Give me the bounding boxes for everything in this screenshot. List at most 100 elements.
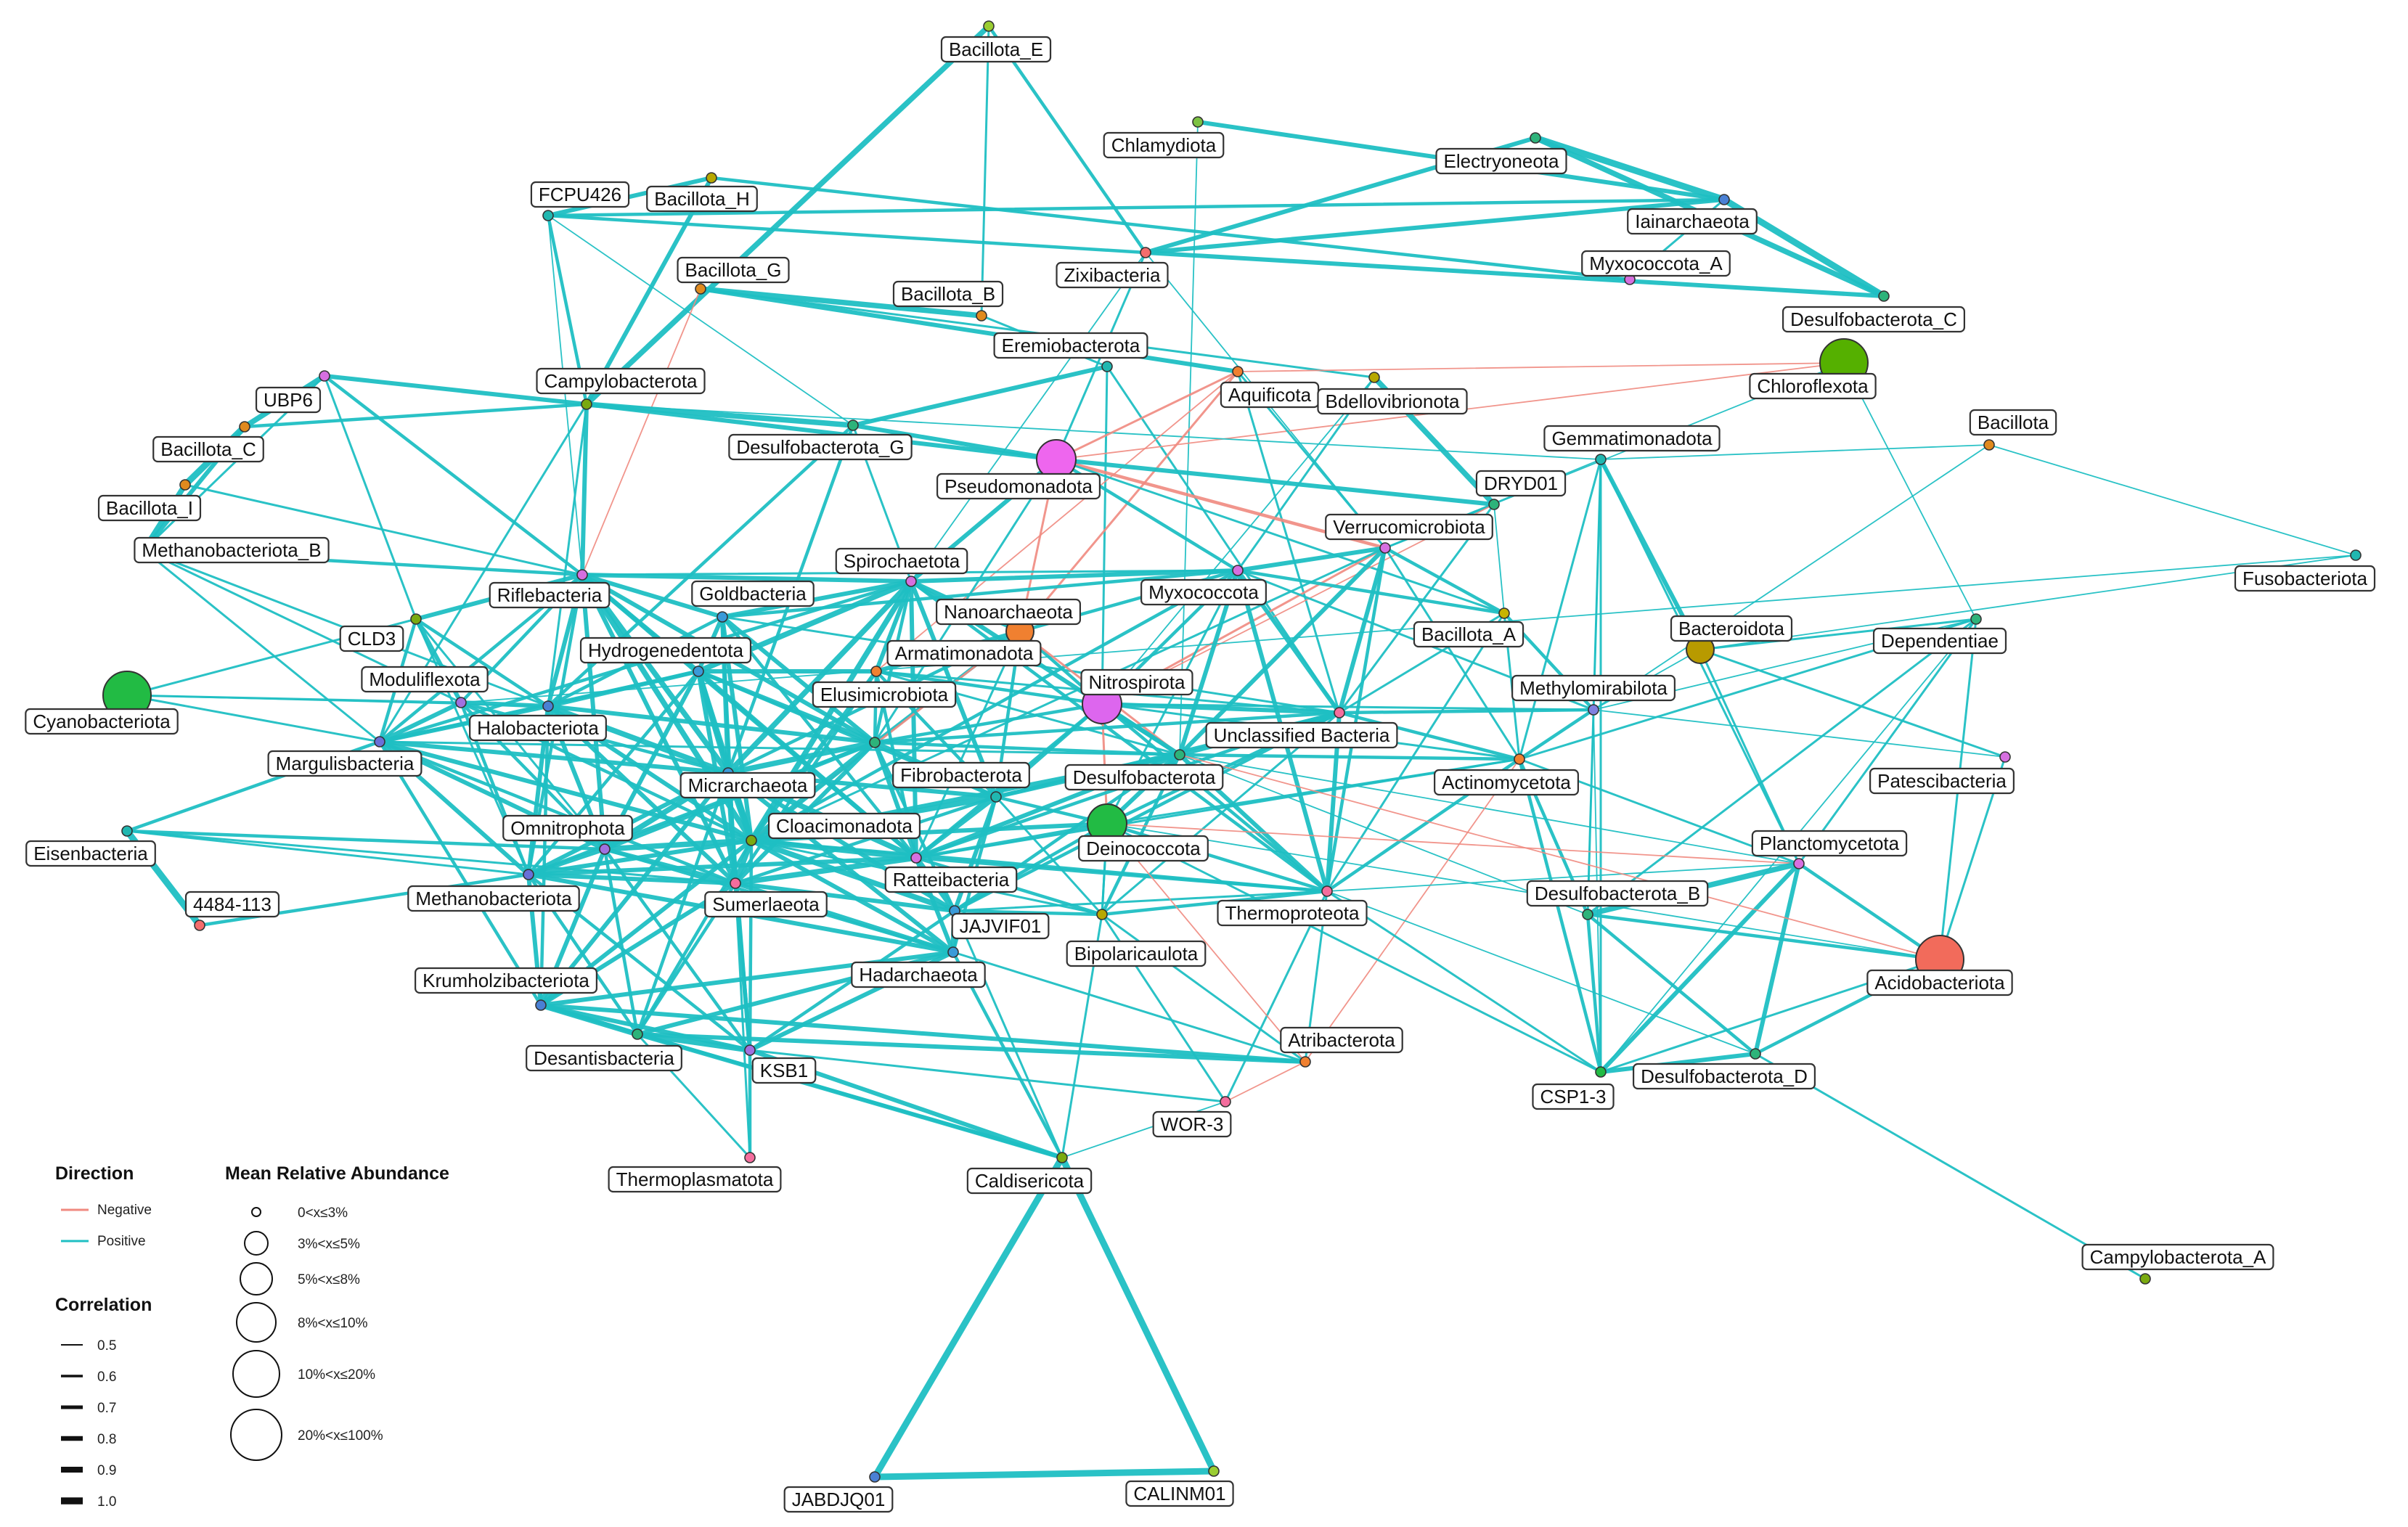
edge-positive	[546, 176, 714, 218]
node-label-box	[1066, 940, 1207, 967]
edge-negative	[1179, 754, 1940, 960]
node-label-text: Electryoneota	[1444, 150, 1560, 172]
node-label-text: Chloroflexota	[1757, 375, 1869, 397]
edge-negative	[1106, 823, 1800, 864]
node-label-text: Omnitrophota	[510, 817, 625, 839]
node-label-text: Moduliflexota	[369, 668, 481, 690]
node-label-text: FCPU426	[539, 184, 621, 205]
node-label-desulfobacterota-c: Desulfobacterota_C	[1781, 306, 1966, 333]
edge-positive	[748, 838, 958, 914]
edge-negative	[1225, 1061, 1306, 1102]
node-desantisbacteria	[632, 1028, 643, 1040]
node-label-box	[1872, 627, 2007, 655]
node-actinomycetota	[1514, 753, 1525, 765]
node-label-box	[1751, 830, 1908, 857]
node-label-box	[1435, 147, 1567, 175]
edge-positive	[603, 847, 752, 1052]
edge-positive	[1532, 134, 1728, 203]
node-campylobacterota-a	[2139, 1273, 2151, 1285]
node-label-text: Eisenbacteria	[33, 843, 148, 864]
node-label-text: Gemmatimonadota	[1551, 427, 1713, 449]
node-label-box	[489, 581, 611, 609]
node-label-sumerlaeota: Sumerlaeota	[704, 891, 828, 918]
edge-positive	[584, 23, 992, 407]
node-aquificota	[1232, 366, 1244, 377]
node-label-text: JABDJQ01	[792, 1489, 886, 1510]
node-label-armatimonadota: Armatimonadota	[886, 639, 1042, 667]
edge-positive	[142, 549, 381, 743]
node-label-cloacimonadota: Cloacimonadota	[767, 812, 921, 840]
node-label-text: Hydrogenedentota	[588, 639, 743, 661]
node-ubp6	[319, 370, 330, 382]
node-label-text: Bacillota_B	[901, 283, 995, 305]
labels-layer: Bacillota_EChlamydiotaElectryoneotaIaina…	[25, 36, 2376, 1513]
edge-positive	[1236, 370, 1341, 714]
node-label-text: Desulfobacterota_B	[1535, 883, 1700, 904]
node-label-box	[415, 967, 597, 994]
edge-positive	[1337, 708, 1596, 715]
edge-positive	[1326, 612, 1506, 893]
node-label-box	[966, 1167, 1093, 1195]
node-jabdjq01	[869, 1471, 881, 1483]
edge-positive	[377, 740, 730, 775]
node-label-box	[892, 761, 1030, 789]
node-dryd01	[1488, 499, 1500, 510]
node-label-text: Bacillota_A	[1421, 623, 1517, 645]
node-label-box	[884, 866, 1018, 893]
node-label-box	[1056, 261, 1169, 289]
edge-positive	[378, 740, 1181, 756]
edge-positive	[1179, 121, 1199, 756]
edge-negative	[1237, 362, 1845, 372]
node-wor-3	[1220, 1096, 1231, 1108]
legend-abundance-circle	[236, 1302, 277, 1343]
node-label-omnitrophota: Omnitrophota	[502, 814, 633, 842]
edge-positive	[720, 568, 1240, 619]
edge-positive	[725, 740, 878, 776]
node-label-chlamydiota: Chlamydiota	[1103, 131, 1225, 159]
node-label-box	[783, 1486, 894, 1513]
node-label-box	[1632, 1063, 1816, 1090]
node-label-text: Hadarchaeota	[859, 964, 978, 986]
legend-correlation-label: 0.9	[97, 1463, 116, 1478]
edge-positive	[1101, 703, 1595, 711]
node-label-campylobacterota-a: Campylobacterota_A	[2081, 1243, 2274, 1271]
node-label-unclassified-bacteria: Unclassified Bacteria	[1205, 721, 1398, 749]
edge-positive	[126, 830, 737, 885]
edge-positive	[1101, 365, 1109, 705]
node-label-text: Campylobacterota	[544, 370, 698, 392]
node-label-methylomirabilota: Methylomirabilota	[1511, 674, 1676, 702]
node-label-box	[25, 708, 179, 735]
node-label-text: Myxococcota_A	[1589, 253, 1723, 274]
node-label-fusobacteriota: Fusobacteriota	[2234, 565, 2376, 592]
node-halobacteriota	[542, 700, 554, 712]
node-csp1-3	[1595, 1066, 1607, 1078]
nodes-layer	[102, 20, 2362, 1483]
edge-positive	[733, 795, 998, 885]
node-iainarchaeota	[1718, 194, 1730, 205]
node-label-desantisbacteria: Desantisbacteria	[526, 1044, 682, 1072]
node-dependentiae	[1970, 613, 1982, 625]
node-label-text: Bacillota_H	[654, 188, 750, 210]
node-label-text: Methanobacteriota	[415, 888, 572, 909]
node-label-text: Riflebacteria	[497, 584, 603, 606]
node-hadarchaeota	[947, 946, 959, 958]
node-label-box	[936, 472, 1101, 500]
edges-layer	[123, 23, 2356, 1481]
edge-negative	[1305, 758, 1520, 1063]
node-desulfobacterota-d	[1750, 1048, 1761, 1060]
legend-abundance-label: 3%<x≤5%	[298, 1237, 360, 1252]
node-campylobacterota	[581, 398, 592, 410]
node-omnitrophota	[599, 843, 611, 855]
node-spirochaetota	[905, 576, 917, 587]
node-label-text: Bacillota	[1978, 412, 2049, 433]
edge-positive	[377, 704, 550, 744]
edge-positive	[987, 24, 1148, 255]
node-label-acidobacteriota: Acidobacteriota	[1866, 969, 2013, 996]
node-label-text: CSP1-3	[1540, 1086, 1606, 1108]
node-label-box	[1078, 835, 1209, 862]
node-label-electryoneota: Electryoneota	[1435, 147, 1567, 175]
node-label-box	[1064, 764, 1224, 791]
node-margulisbacteria	[374, 736, 385, 748]
edge-positive	[1600, 444, 1990, 460]
